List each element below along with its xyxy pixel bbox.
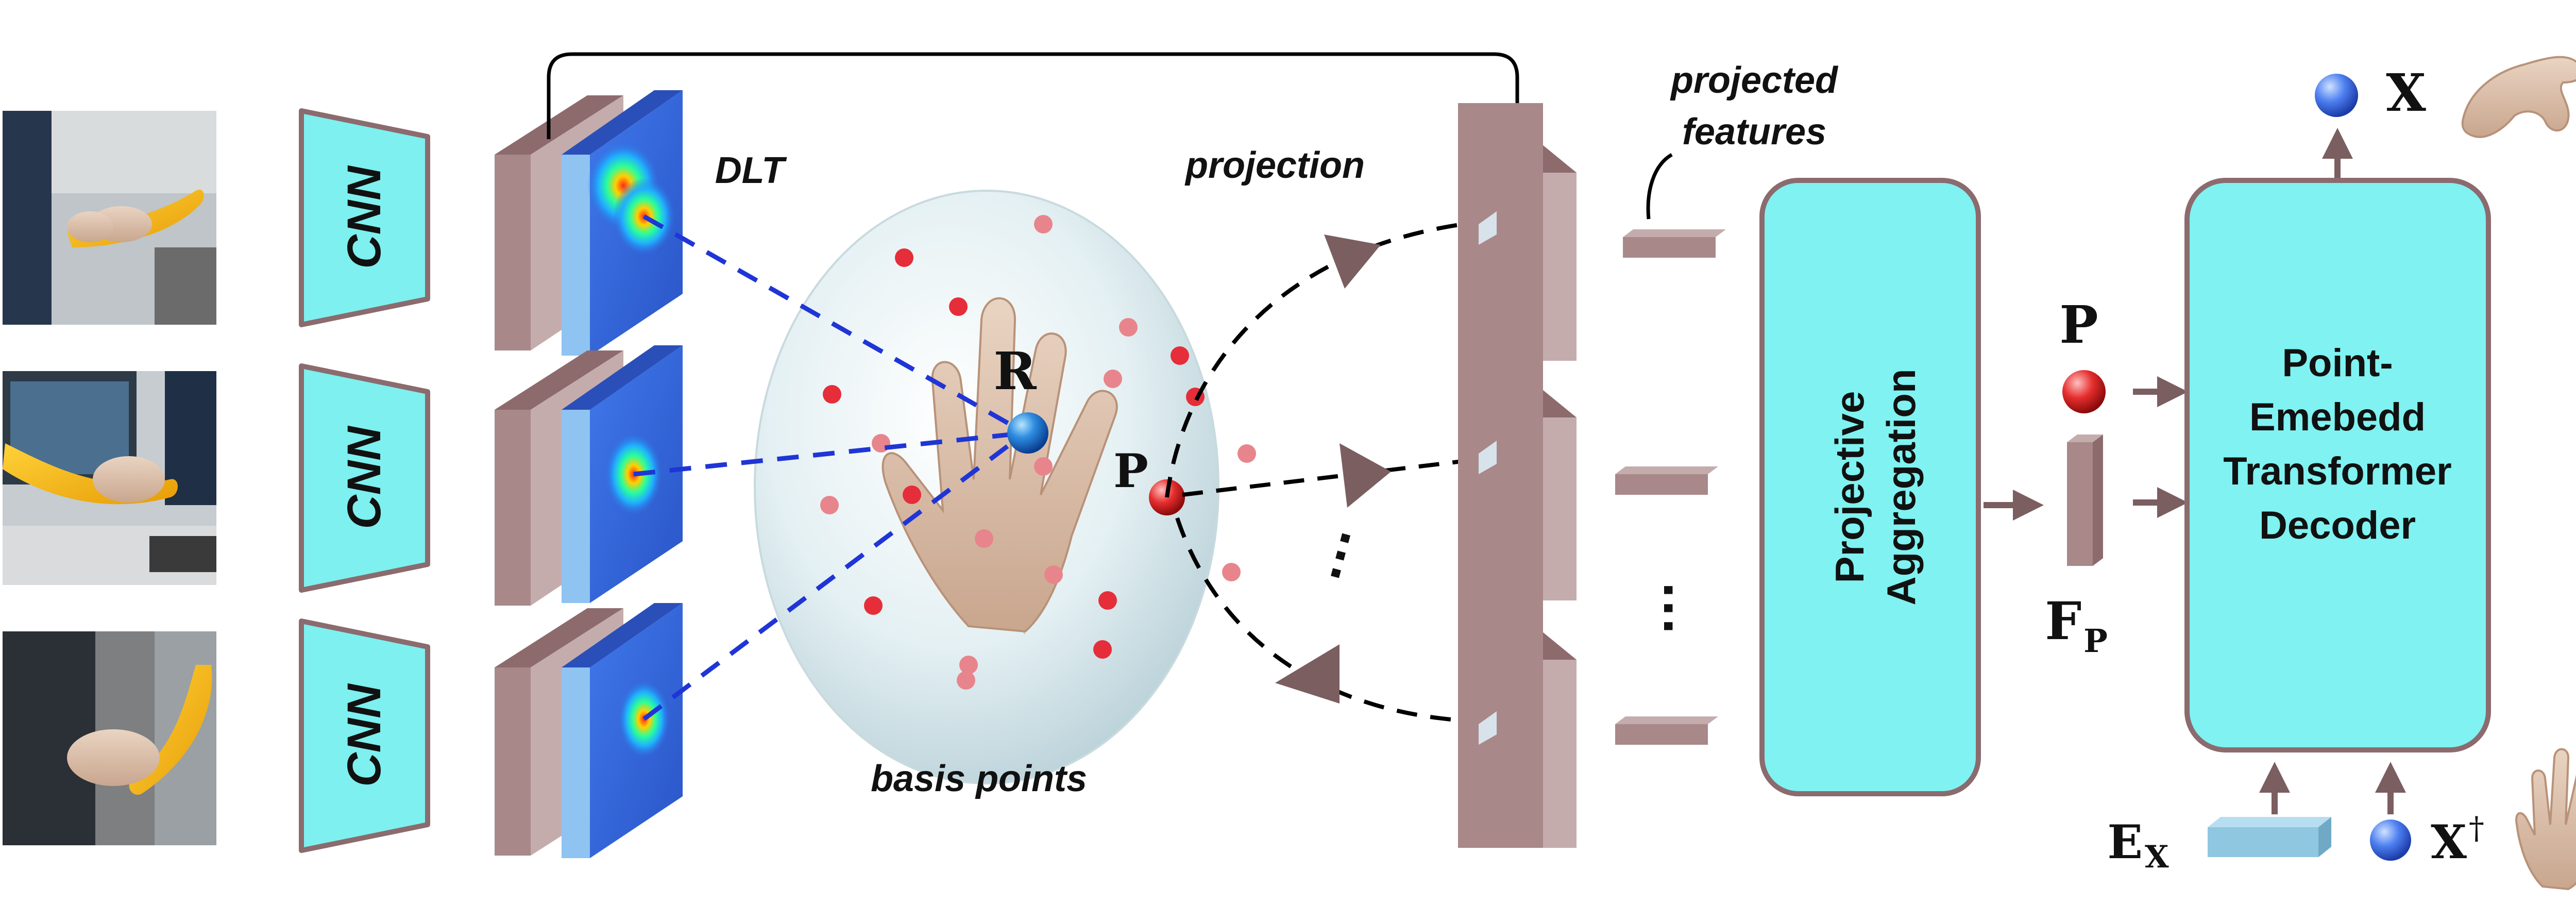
cnn-block-3: CNN: [299, 618, 430, 853]
decoder-label-line-2: Emebedd: [2249, 395, 2426, 439]
decoder-label-line-1: Point-: [2282, 341, 2393, 385]
projection-arcs: [1165, 220, 1484, 724]
projected-feature-bar-2: [1615, 466, 1718, 495]
basis-sphere: [754, 190, 1256, 784]
projected-map-3: [1458, 590, 1577, 848]
projected-map-2: [1458, 348, 1577, 600]
feature-bars-ellipsis: …: [1652, 580, 1715, 637]
cnn-block-2: CNN: [299, 363, 430, 593]
point-r-label: R: [993, 341, 1037, 402]
feature-stack-1: [495, 90, 683, 356]
projective-aggregation-block: Projective Aggregation: [1759, 178, 1981, 796]
projected-feature-bar-1: [1623, 229, 1726, 258]
dlt-label: DLT: [715, 150, 788, 191]
projection-arrowhead-2: [1340, 443, 1391, 508]
projective-aggregation-label-line-1: Projective: [1827, 391, 1872, 583]
fp-label: FP: [2045, 591, 2108, 660]
output-hand: [2461, 56, 2576, 138]
projected-features-label-line-1: projected: [1670, 60, 1839, 101]
feature-stack-2: [495, 345, 683, 606]
fp-label-main: F: [2045, 591, 2081, 651]
ex-embedding-bar: [2208, 817, 2331, 857]
ex-label: EX: [2107, 815, 2169, 875]
p-output-label: P: [2059, 294, 2098, 355]
point-r-sphere: [1007, 412, 1048, 454]
projective-aggregation-label-line-2: Aggregation: [1878, 369, 1924, 605]
projected-features-label-line-2: features: [1682, 111, 1826, 153]
dlt-links: [633, 214, 1027, 721]
cnn-block-1: CNN: [299, 108, 430, 327]
cnn-label-1: CNN: [338, 165, 391, 269]
projection-arrowhead-1: [1324, 235, 1381, 289]
cnn-label-3: CNN: [338, 683, 391, 787]
loop-arrow: [547, 52, 1527, 143]
basis-points-label: basis points: [871, 758, 1087, 799]
projection-label: projection: [1184, 145, 1365, 186]
projected-features-pointer: [1646, 153, 1673, 220]
template-hand: [2515, 748, 2576, 891]
ex-label-main: E: [2107, 815, 2143, 869]
input-photo-2: [3, 371, 216, 585]
projection-ellipsis: …: [1288, 516, 1364, 587]
fp-feature-bar: [2067, 434, 2103, 566]
hand-mesh: [882, 297, 1118, 634]
point-p-label: P: [1113, 444, 1148, 498]
transformer-decoder-block: Point- Emebedd Transformer Decoder: [2184, 178, 2491, 752]
input-photo-3: [3, 631, 216, 845]
projection-arrowhead-3: [1275, 644, 1340, 704]
x-output-label: X: [2386, 62, 2426, 123]
x-dagger-symbol: †: [2469, 810, 2484, 846]
decoder-label-line-3: Transformer: [2223, 449, 2452, 493]
x-output-sphere: [2315, 74, 2358, 117]
decoder-label-line-4: Decoder: [2259, 504, 2416, 547]
feature-stack-3: [495, 603, 683, 858]
x-dagger-main: X: [2431, 815, 2467, 869]
p-output-sphere: [2062, 370, 2106, 413]
input-photo-1: [3, 111, 216, 325]
x-dagger-sphere: [2370, 820, 2411, 861]
cnn-label-2: CNN: [338, 425, 391, 529]
projected-feature-bar-3: [1615, 716, 1718, 745]
ex-label-sub: X: [2145, 839, 2169, 875]
projected-map-1: [1458, 103, 1577, 361]
x-dagger-label: X†: [2431, 810, 2484, 869]
fp-label-sub: P: [2083, 622, 2108, 660]
